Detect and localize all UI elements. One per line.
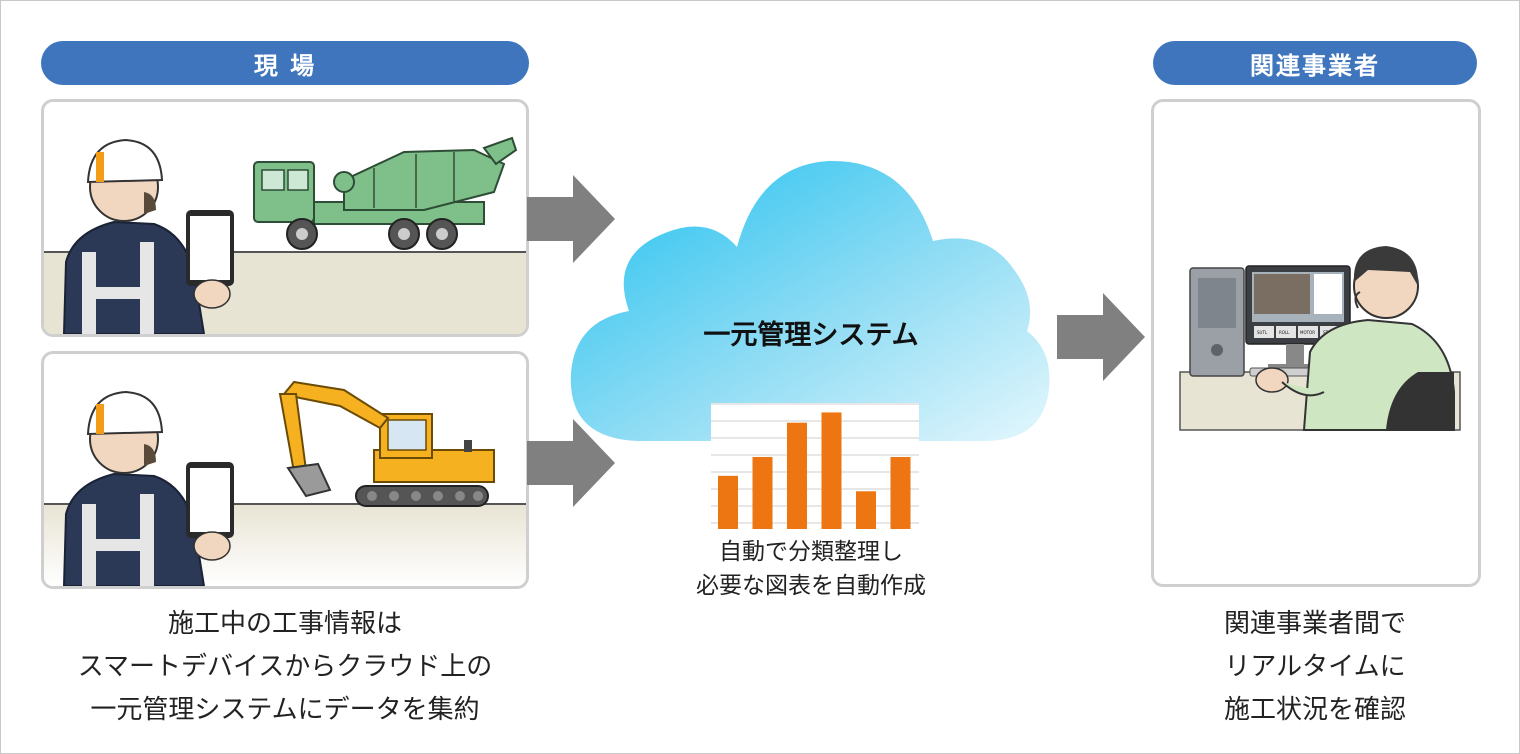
cloud-title: 一元管理システム	[703, 320, 919, 351]
site-header: 現 場	[41, 41, 529, 85]
system-caption-line-1: 自動で分類整理し	[719, 539, 903, 565]
arrow-right-icon	[527, 419, 615, 507]
chart-bar	[821, 412, 842, 529]
arrow-right-icon	[527, 175, 615, 263]
cloud-icon	[570, 160, 1050, 442]
site-panel-excavator	[41, 351, 529, 589]
monitor-icon	[1245, 265, 1351, 372]
partners-header: 関連事業者	[1153, 41, 1477, 85]
partners-caption-line-1: 関連事業者間で	[1223, 609, 1406, 639]
site-caption-line-3: 一元管理システムにデータを集約	[90, 695, 480, 725]
office-scene: SUTL ROLL MOTOR STAT	[1179, 246, 1461, 431]
worker-with-tablet-icon	[62, 138, 234, 334]
arrow-right-icon	[1057, 293, 1145, 381]
excavator-icon	[278, 380, 495, 507]
pc-tower-icon	[1189, 267, 1245, 377]
system-caption-line-2: 必要な図表を自動作成	[696, 573, 926, 599]
chart-gridlines	[711, 403, 919, 524]
site-panel-mixer-truck	[41, 99, 529, 337]
site-caption: 施工中の工事情報は スマートデバイスからクラウド上の 一元管理システムにデータを…	[41, 603, 529, 732]
bar-chart	[711, 403, 919, 531]
mixer-truck-icon	[253, 136, 518, 250]
partners-caption-line-2: リアルタイムに	[1224, 652, 1406, 682]
monitor-label-1: SUTL	[1257, 330, 1268, 335]
partners-caption: 関連事業者間で リアルタイムに 施工状況を確認	[1153, 603, 1477, 732]
worker-with-tablet-icon	[62, 390, 234, 586]
chart-bar	[787, 422, 807, 529]
chart-bar	[752, 457, 773, 529]
chart-bars	[718, 412, 911, 529]
chart-bar	[890, 457, 911, 529]
mixer-truck-scene	[44, 136, 526, 334]
partners-caption-line-3: 施工状況を確認	[1223, 695, 1406, 725]
monitor-label-2: ROLL	[1279, 330, 1290, 335]
excavator-scene	[44, 380, 526, 586]
chart-bar	[856, 491, 876, 529]
office-worker-icon	[1255, 246, 1455, 431]
site-caption-line-2: スマートデバイスからクラウド上の	[77, 652, 493, 682]
monitor-label-3: MOTOR	[1300, 330, 1315, 335]
partners-panel-office: SUTL ROLL MOTOR STAT	[1151, 99, 1481, 587]
site-caption-line-1: 施工中の工事情報は	[167, 609, 402, 639]
system-caption: 自動で分類整理し 必要な図表を自動作成	[641, 535, 981, 603]
chart-bar	[718, 475, 738, 529]
